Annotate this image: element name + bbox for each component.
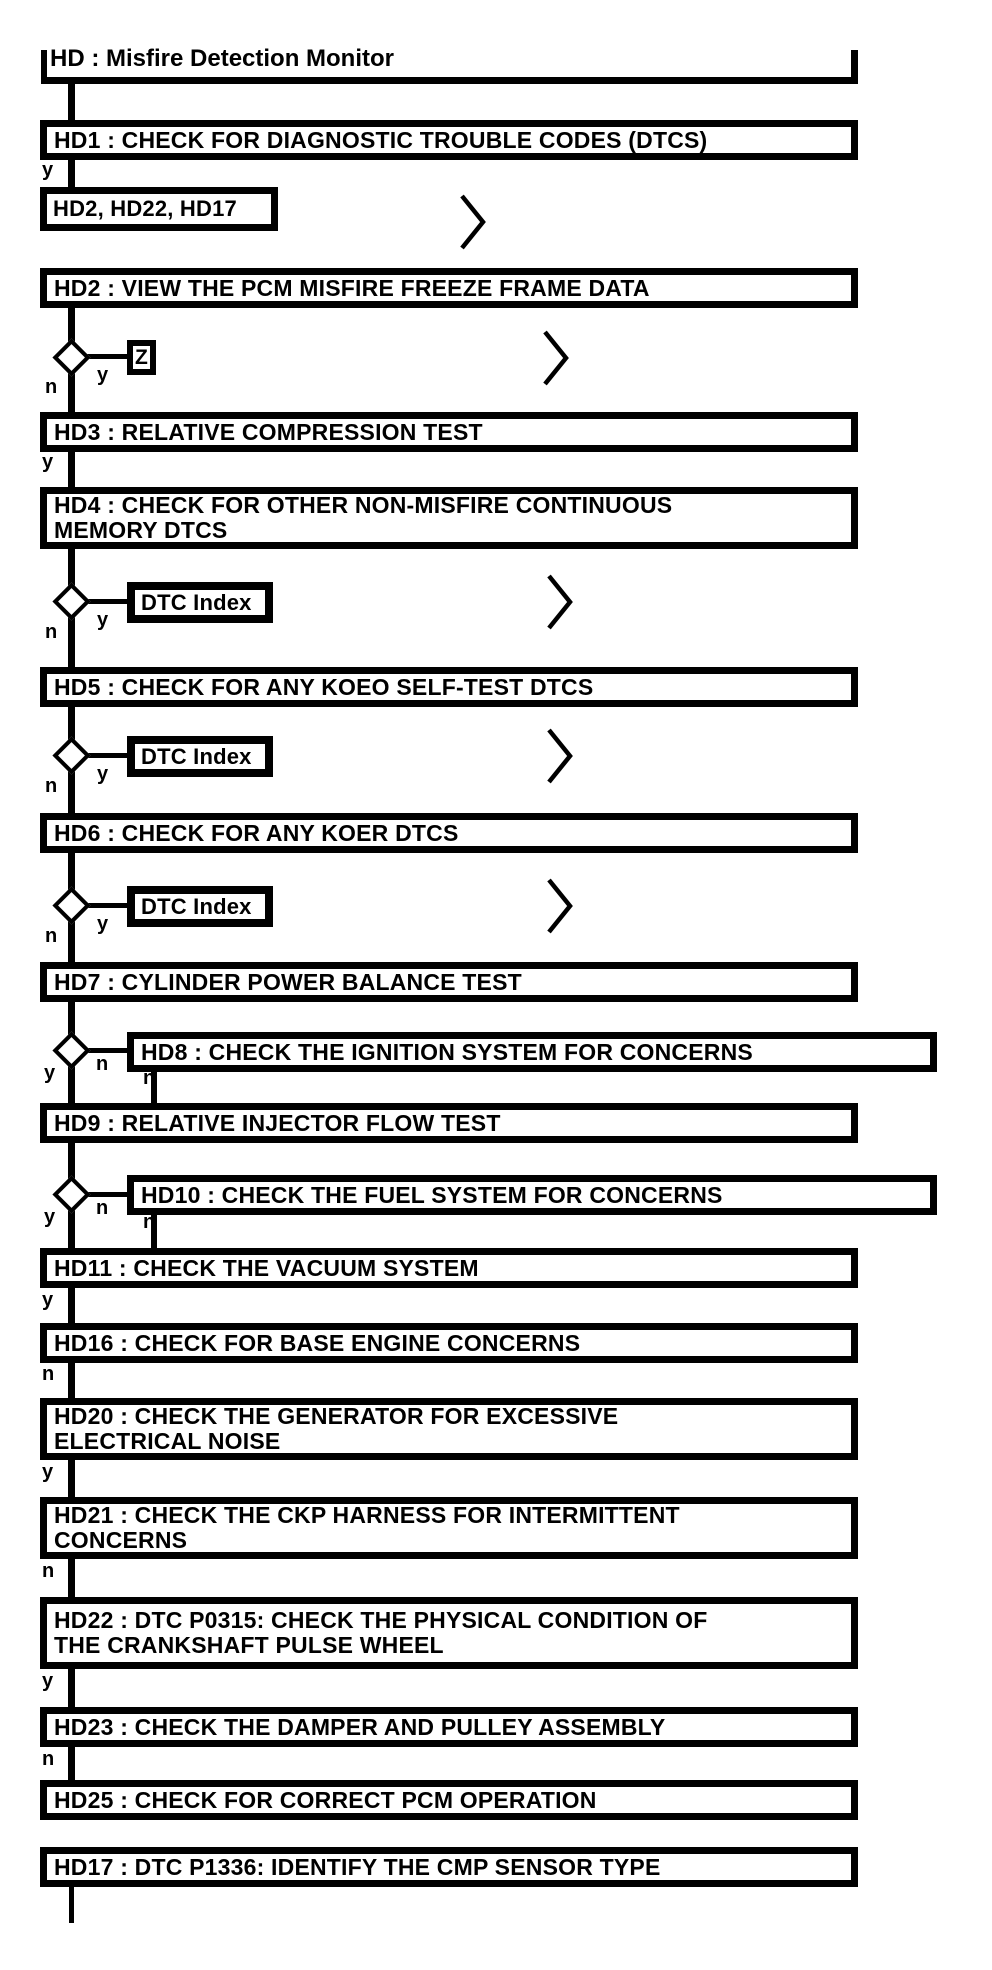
goto-label: Z	[135, 345, 149, 369]
connector-line	[80, 903, 127, 908]
step-box-hd1[interactable]: HD1 : CHECK FOR DIAGNOSTIC TROUBLE CODES…	[40, 120, 858, 160]
goto-label: DTC Index	[141, 589, 252, 615]
step-label: HD4 : CHECK FOR OTHER NON-MISFIRE CONTIN…	[54, 492, 673, 543]
step-box-hd9[interactable]: HD9 : RELATIVE INJECTOR FLOW TEST	[40, 1103, 858, 1143]
branch-label-yes: y	[42, 1461, 54, 1483]
step-label: HD23 : CHECK THE DAMPER AND PULLEY ASSEM…	[54, 1713, 666, 1740]
step-label: HD2 : VIEW THE PCM MISFIRE FREEZE FRAME …	[54, 274, 650, 301]
branch-label-yes: y	[42, 451, 54, 473]
branch-label-yes: y	[42, 1670, 54, 1692]
step-label: HD25 : CHECK FOR CORRECT PCM OPERATION	[54, 1786, 597, 1813]
step-box-hd5[interactable]: HD5 : CHECK FOR ANY KOEO SELF-TEST DTCS	[40, 667, 858, 707]
step-label: HD16 : CHECK FOR BASE ENGINE CONCERNS	[54, 1329, 581, 1356]
decision-diamond-hd9	[52, 1175, 91, 1214]
branch-label-no: n	[96, 1197, 109, 1219]
branch-label-yes: y	[44, 1062, 56, 1084]
branch-label-yes: y	[42, 1289, 54, 1311]
branch-label-no: n	[45, 775, 58, 797]
branch-label-yes: y	[97, 364, 109, 386]
step-box-hd17[interactable]: HD17 : DTC P1336: IDENTIFY THE CMP SENSO…	[40, 1847, 858, 1887]
step-label: HD22 : DTC P0315: CHECK THE PHYSICAL CON…	[54, 1607, 708, 1658]
branch-label-no: n	[42, 1363, 55, 1385]
step-label: HD21 : CHECK THE CKP HARNESS FOR INTERMI…	[54, 1502, 680, 1553]
continue-chevron-icon[interactable]	[543, 330, 569, 386]
goto-label: HD2, HD22, HD17	[53, 196, 237, 221]
title-bracket-left	[41, 50, 47, 84]
branch-label-yes: y	[97, 763, 109, 785]
connector-line	[80, 753, 127, 758]
step-box-hd3[interactable]: HD3 : RELATIVE COMPRESSION TEST	[40, 412, 858, 452]
step-label: HD3 : RELATIVE COMPRESSION TEST	[54, 418, 483, 445]
step-label: HD11 : CHECK THE VACUUM SYSTEM	[54, 1254, 479, 1281]
continue-chevron-icon[interactable]	[547, 574, 573, 630]
branch-label-no: n	[42, 1748, 55, 1770]
step-label: HD5 : CHECK FOR ANY KOEO SELF-TEST DTCS	[54, 673, 594, 700]
continue-chevron-icon[interactable]	[547, 728, 573, 784]
step-box-hd16[interactable]: HD16 : CHECK FOR BASE ENGINE CONCERNS	[40, 1323, 858, 1363]
branch-label-no: n	[42, 1560, 55, 1582]
step-box-hd2[interactable]: HD2 : VIEW THE PCM MISFIRE FREEZE FRAME …	[40, 268, 858, 308]
branch-label-no: n	[143, 1067, 156, 1089]
step-label: HD9 : RELATIVE INJECTOR FLOW TEST	[54, 1109, 501, 1136]
goto-label: DTC Index	[141, 743, 252, 769]
step-label: HD7 : CYLINDER POWER BALANCE TEST	[54, 968, 522, 995]
step-box-hd23[interactable]: HD23 : CHECK THE DAMPER AND PULLEY ASSEM…	[40, 1707, 858, 1747]
goto-box-z[interactable]: Z	[127, 340, 156, 375]
branch-label-no: n	[96, 1053, 109, 1075]
goto-box-dtc-index-2[interactable]: DTC Index	[127, 736, 273, 777]
branch-label-yes: y	[42, 159, 54, 181]
branch-label-no: n	[45, 376, 58, 398]
step-label: HD1 : CHECK FOR DIAGNOSTIC TROUBLE CODES…	[54, 126, 708, 153]
step-box-hd11[interactable]: HD11 : CHECK THE VACUUM SYSTEM	[40, 1248, 858, 1288]
connector-line	[80, 354, 127, 359]
title-bracket-right	[851, 50, 858, 84]
title-underline	[41, 77, 858, 84]
continue-chevron-icon[interactable]	[547, 878, 573, 934]
step-box-hd21[interactable]: HD21 : CHECK THE CKP HARNESS FOR INTERMI…	[40, 1497, 858, 1559]
decision-diamond-hd6	[52, 886, 91, 925]
branch-label-no: n	[143, 1211, 156, 1233]
goto-label: DTC Index	[141, 893, 252, 919]
step-box-hd6[interactable]: HD6 : CHECK FOR ANY KOER DTCS	[40, 813, 858, 853]
step-label: HD10 : CHECK THE FUEL SYSTEM FOR CONCERN…	[141, 1181, 723, 1208]
flow-title: HD : Misfire Detection Monitor	[50, 45, 395, 72]
branch-label-no: n	[45, 925, 58, 947]
branch-label-yes: y	[97, 609, 109, 631]
connector-line	[80, 1192, 127, 1197]
step-label: HD8 : CHECK THE IGNITION SYSTEM FOR CONC…	[141, 1038, 753, 1065]
branch-label-yes: y	[97, 913, 109, 935]
step-box-hd7[interactable]: HD7 : CYLINDER POWER BALANCE TEST	[40, 962, 858, 1002]
goto-box-dtc-index-3[interactable]: DTC Index	[127, 886, 273, 927]
goto-box-hd2-hd22-hd17[interactable]: HD2, HD22, HD17	[40, 187, 278, 231]
branch-label-no: n	[45, 621, 58, 643]
decision-diamond-hd7	[52, 1031, 91, 1070]
connector-line-hd17-stub	[69, 1887, 74, 1923]
step-box-hd25[interactable]: HD25 : CHECK FOR CORRECT PCM OPERATION	[40, 1780, 858, 1820]
branch-label-yes: y	[44, 1206, 56, 1228]
step-label: HD6 : CHECK FOR ANY KOER DTCS	[54, 819, 459, 846]
decision-diamond-hd4	[52, 582, 91, 621]
connector-line	[80, 599, 127, 604]
decision-diamond-hd2	[52, 338, 91, 377]
step-box-hd22[interactable]: HD22 : DTC P0315: CHECK THE PHYSICAL CON…	[40, 1597, 858, 1669]
step-label: HD17 : DTC P1336: IDENTIFY THE CMP SENSO…	[54, 1853, 661, 1880]
connector-line-hd10-no	[151, 1213, 157, 1250]
continue-chevron-icon[interactable]	[460, 194, 486, 250]
decision-diamond-hd5	[52, 736, 91, 775]
step-box-hd20[interactable]: HD20 : CHECK THE GENERATOR FOR EXCESSIVE…	[40, 1398, 858, 1460]
connector-line-hd8-no	[151, 1070, 157, 1105]
step-box-hd4[interactable]: HD4 : CHECK FOR OTHER NON-MISFIRE CONTIN…	[40, 487, 858, 549]
connector-line	[80, 1048, 127, 1053]
step-box-hd10[interactable]: HD10 : CHECK THE FUEL SYSTEM FOR CONCERN…	[127, 1175, 937, 1215]
step-label: HD20 : CHECK THE GENERATOR FOR EXCESSIVE…	[54, 1403, 619, 1454]
step-box-hd8[interactable]: HD8 : CHECK THE IGNITION SYSTEM FOR CONC…	[127, 1032, 937, 1072]
goto-box-dtc-index-1[interactable]: DTC Index	[127, 582, 273, 623]
